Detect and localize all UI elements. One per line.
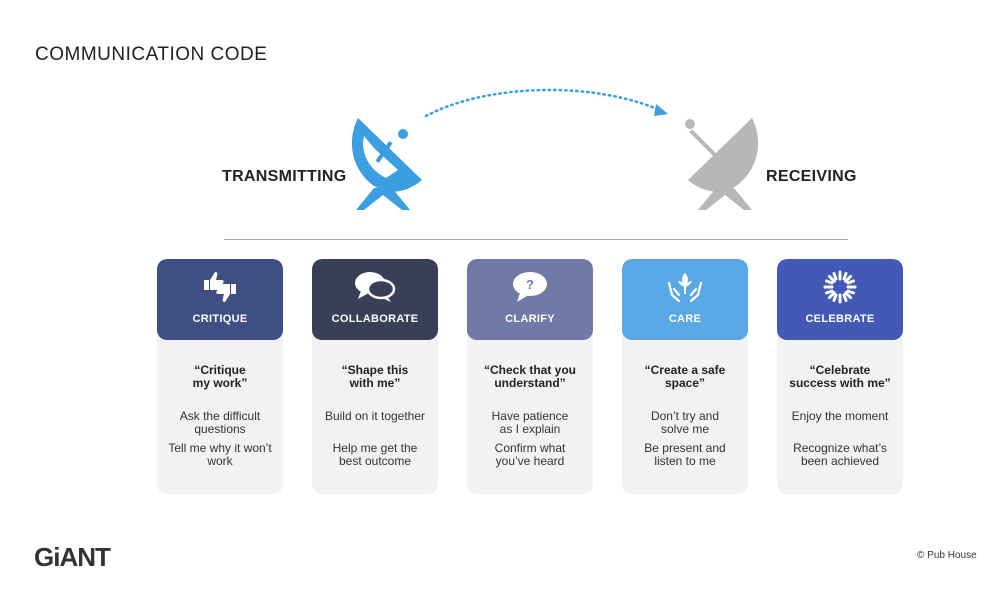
card-text-1: Build on it together [324, 409, 426, 423]
card-title: CELEBRATE [805, 313, 875, 325]
card-collaborate: COLLABORATE “Shape this with me” Build o… [312, 259, 438, 494]
divider-line [224, 239, 848, 240]
card-title: CLARIFY [505, 313, 555, 325]
card-text-1: Have patience as I explain [491, 409, 569, 436]
card-celebrate: CELEBRATE “Celebrate success with me” En… [777, 259, 903, 494]
card-text-2: Recognize what’s been achieved [793, 441, 887, 468]
card-critique: CRITIQUE “Critique my work” Ask the diff… [157, 259, 283, 494]
page-title: COMMUNICATION CODE [35, 44, 268, 65]
card-header-collaborate: COLLABORATE [312, 259, 438, 340]
satellite-dish-receive-icon [685, 118, 759, 210]
card-header-critique: CRITIQUE [157, 259, 283, 340]
speech-bubbles-icon [312, 269, 438, 305]
card-text-2: Help me get the best outcome [332, 441, 418, 468]
card-quote: “Create a safe space” [644, 363, 726, 390]
card-text-1: Ask the difficult questions [179, 409, 261, 436]
satellite-dish-transmit-icon [351, 118, 422, 210]
card-text-1: Enjoy the moment [791, 409, 889, 423]
card-text-2: Confirm what you’ve heard [494, 441, 566, 468]
svg-text:?: ? [526, 277, 534, 292]
burst-icon [777, 269, 903, 305]
card-quote: “Critique my work” [192, 363, 248, 390]
card-title: COLLABORATE [331, 313, 419, 325]
question-bubble-icon: ? [467, 269, 593, 305]
transmitting-label: TRANSMITTING [222, 168, 347, 185]
card-quote: “Shape this with me” [341, 363, 409, 390]
card-title: CRITIQUE [192, 313, 248, 325]
card-header-clarify: ? CLARIFY [467, 259, 593, 340]
card-text-1: Don’t try and solve me [650, 409, 720, 436]
giant-logo: GiANT [34, 542, 111, 572]
card-title: CARE [668, 313, 702, 325]
card-header-celebrate: CELEBRATE [777, 259, 903, 340]
transmission-arc [424, 88, 668, 118]
card-text-2: Tell me why it won’t work [168, 441, 272, 468]
card-text-2: Be present and listen to me [644, 441, 726, 468]
thumbs-up-down-icon [157, 269, 283, 305]
copyright-text: © Pub House [917, 550, 977, 561]
hands-plant-icon [622, 269, 748, 305]
card-care: CARE “Create a safe space” Don’t try and… [622, 259, 748, 494]
receiving-label: RECEIVING [766, 168, 857, 185]
card-quote: “Check that you understand” [483, 363, 576, 390]
card-clarify: ? CLARIFY “Check that you understand” Ha… [467, 259, 593, 494]
card-header-care: CARE [622, 259, 748, 340]
card-quote: “Celebrate success with me” [789, 363, 891, 390]
